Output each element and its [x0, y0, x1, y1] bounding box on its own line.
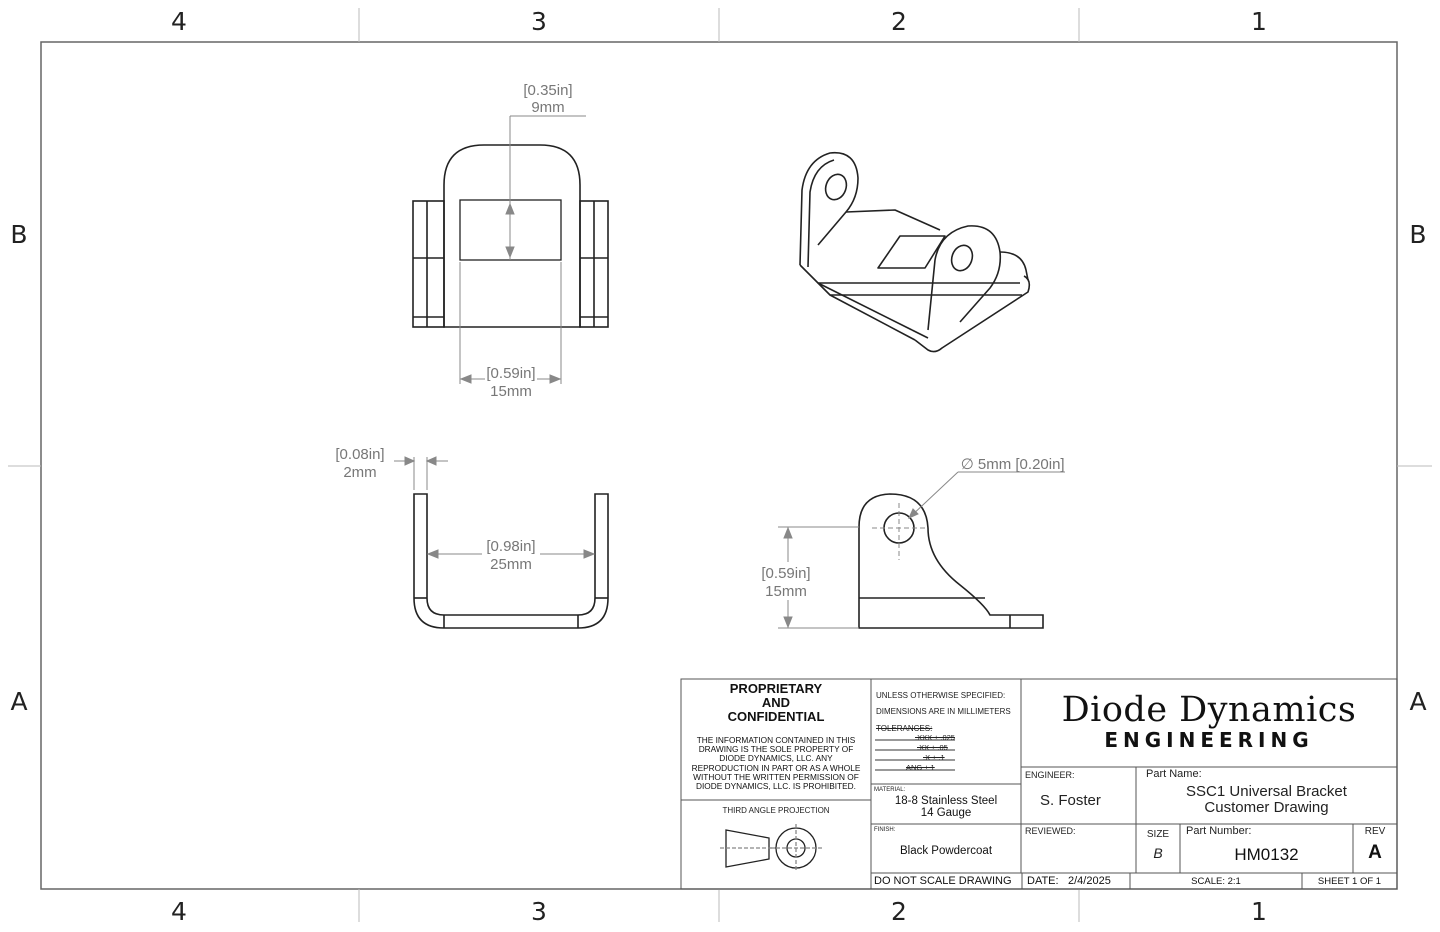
dim-thickness-in: [0.08in] [335, 446, 384, 463]
zone-ticks [8, 8, 1432, 922]
zone-top-2: 2 [891, 7, 907, 36]
proprietary-heading-1: PROPRIETARY [729, 681, 823, 696]
dim-thickness-mm: 2mm [343, 464, 376, 481]
front-view [413, 493, 609, 629]
reviewed-label: REVIEWED: [1025, 826, 1076, 836]
zone-bottom-3: 3 [531, 897, 547, 926]
dim-inner-width-mm: 25mm [490, 556, 532, 573]
dim-slot-width-in: [0.59in] [486, 365, 535, 382]
tolerance-lines-text: .XXX ± .025 .XX ± .05 .X ± .1 ANG ± 1 [906, 733, 955, 773]
sheet-text: SHEET 1 OF 1 [1317, 876, 1382, 887]
rev-value: A [1368, 842, 1382, 863]
title-block-grid [680, 678, 1398, 890]
top-view [412, 144, 609, 328]
zone-left-a: A [10, 687, 27, 716]
tolerance-xx: .XX ± .05 [917, 743, 948, 752]
zone-left-b: B [10, 220, 27, 249]
proprietary-text-4: REPRODUCTION IN PART OR AS A WHOLE [691, 762, 861, 773]
dim-hole-diameter: ∅ 5mm [961, 456, 1012, 473]
part-number-value: HM0132 [1234, 845, 1299, 864]
engineer-label: ENGINEER: [1025, 770, 1075, 780]
top-view-dim-lines [459, 115, 586, 384]
unless-specified: UNLESS OTHERWISE SPECIFIED: DIMENSIONS A… [876, 688, 1021, 720]
proprietary-text-5: WITHOUT THE WRITTEN PERMISSION OF [693, 771, 859, 782]
part-name-value: SSC1 Universal Bracket Customer Drawing [1136, 784, 1397, 816]
third-angle-projection-icon [720, 824, 822, 872]
side-view [858, 493, 1044, 629]
zone-top-3: 3 [531, 7, 547, 36]
tolerance-x: .X ± .1 [923, 753, 945, 762]
engineer-value: S. Foster [1040, 792, 1101, 809]
unless-specified-line-1: UNLESS OTHERWISE SPECIFIED: [876, 691, 1006, 700]
projection-label: THIRD ANGLE PROJECTION [722, 806, 830, 815]
proprietary-block: PROPRIETARY AND CONFIDENTIAL THE INFORMA… [681, 682, 871, 791]
tolerance-lines [875, 739, 955, 771]
unless-specified-line-2: DIMENSIONS ARE IN MILLIMETERS [876, 707, 1011, 716]
zone-bottom-4: 4 [171, 897, 187, 926]
size-value: B [1153, 845, 1163, 861]
finish-value: Black Powdercoat [899, 845, 993, 857]
proprietary-text-2: DRAWING IS THE SOLE PROPERTY OF [698, 744, 854, 755]
material-line-2: 14 Gauge [920, 807, 972, 819]
material-label: MATERIAL: [874, 787, 906, 793]
part-name-label: Part Name: [1146, 768, 1202, 780]
date-label: DATE: [1027, 875, 1059, 887]
side-view-dim-lines [778, 471, 1065, 629]
dim-hole-diameter-in: [0.20in] [1015, 456, 1064, 473]
proprietary-heading-2: AND [761, 695, 791, 710]
dim-slot-height-mm: 9mm [531, 99, 564, 116]
material-line-1: 18-8 Stainless Steel [894, 795, 998, 807]
company-name: Diode Dynamics [1061, 690, 1357, 730]
finish-label: FINISH: [874, 827, 896, 833]
company-subtitle: ENGINEERING [1104, 728, 1314, 752]
proprietary-text-6: DIODE DYNAMICS, LLC. IS PROHIBITED. [696, 781, 856, 792]
proprietary-text-3: DIODE DYNAMICS, LLC. ANY [719, 753, 833, 764]
dim-hole-height-mm: 15mm [765, 583, 807, 600]
proprietary-heading-3: CONFIDENTIAL [727, 709, 825, 724]
front-view-dim-lines [394, 456, 596, 559]
isometric-view [799, 151, 1031, 353]
tolerance-xxx: .XXX ± .025 [915, 733, 955, 742]
tolerances-label: TOLERANCES: [876, 724, 933, 733]
dim-slot-width-mm: 15mm [490, 383, 532, 400]
zone-top-1: 1 [1251, 7, 1267, 36]
zone-bottom-2: 2 [891, 897, 907, 926]
part-number-label: Part Number: [1186, 825, 1252, 837]
scale-text: SCALE: 2:1 [1191, 876, 1241, 887]
dim-inner-width-in: [0.98in] [486, 538, 535, 555]
size-label: SIZE [1146, 829, 1170, 840]
proprietary-text-1: THE INFORMATION CONTAINED IN THIS [696, 735, 856, 745]
zone-bottom-1: 1 [1251, 897, 1267, 926]
tolerance-ang: ANG ± 1 [906, 763, 935, 772]
rev-label: REV [1364, 826, 1386, 837]
zone-top-4: 4 [171, 7, 187, 36]
dim-slot-height-in: [0.35in] [523, 82, 572, 99]
do-not-scale: DO NOT SCALE DRAWING [874, 875, 1012, 887]
part-name-line-1: SSC1 Universal Bracket [1186, 783, 1347, 800]
part-name-line-2: Customer Drawing [1204, 799, 1329, 816]
company-logo: Diode Dynamics ENGINEERING [1021, 690, 1397, 752]
zone-right-a: A [1409, 687, 1426, 716]
material-value: 18-8 Stainless Steel 14 Gauge [871, 795, 1021, 819]
zone-right-b: B [1409, 220, 1426, 249]
dim-hole-height-in: [0.59in] [761, 565, 810, 582]
date-value: 2/4/2025 [1068, 875, 1111, 887]
